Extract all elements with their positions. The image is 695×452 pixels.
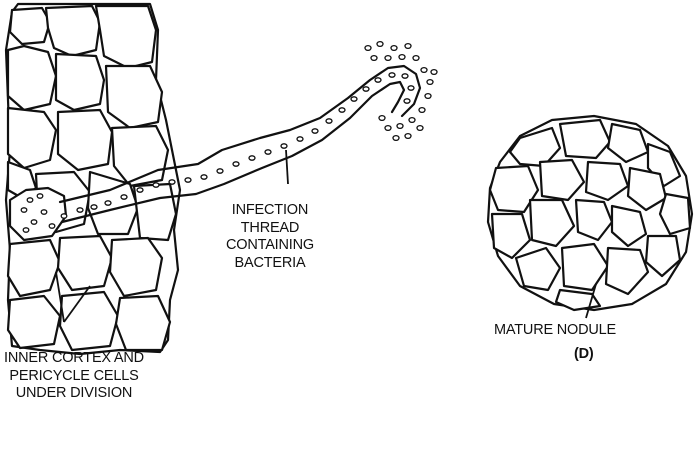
inner-cortex-label-line: PERICYCLE CELLS (4, 368, 144, 386)
cortex-cell (56, 54, 104, 110)
bacterium (379, 116, 385, 121)
cortex-cell (8, 296, 60, 348)
bacterium (408, 86, 414, 90)
cortex-cell (8, 240, 60, 296)
bacterium (169, 180, 175, 184)
bacterium (249, 156, 255, 160)
mature-nodule (488, 116, 692, 310)
bacterium (413, 56, 419, 61)
cortex-cell (10, 8, 50, 44)
bacterium (427, 80, 433, 85)
bacterium (363, 87, 369, 91)
nodule-cell (562, 244, 608, 290)
nodule-cell (608, 124, 648, 162)
bacterium (431, 70, 437, 75)
bacterium (41, 210, 47, 214)
bacterium (385, 126, 391, 131)
bacterium (137, 188, 143, 192)
bacterium (27, 198, 33, 202)
bacterium (61, 214, 67, 218)
nodule-cell (530, 200, 574, 246)
root-cortex-tissue (6, 4, 180, 354)
bacterium (389, 73, 395, 77)
nodule-cell (628, 168, 666, 210)
free-bacteria (365, 42, 437, 141)
nodule-cell (660, 194, 690, 234)
bacterium (217, 169, 223, 173)
bacterium (21, 208, 27, 212)
infection-thread-label-line: BACTERIA (226, 255, 314, 273)
bacterium (31, 220, 37, 224)
bacterium (153, 183, 159, 187)
bacterium (417, 126, 423, 131)
bacterium (405, 134, 411, 139)
cortex-cell (60, 292, 118, 350)
bacterium (185, 178, 191, 182)
cortex-cell (46, 6, 100, 56)
bacterium (399, 55, 405, 60)
cortex-cell (110, 238, 162, 296)
bacterium (425, 94, 431, 99)
bacterium (405, 44, 411, 49)
nodule-cell (516, 248, 560, 290)
infection-thread-label-line: THREAD (226, 220, 314, 238)
bacterium (281, 144, 287, 148)
bacterium (105, 201, 111, 205)
inner-cortex-label-line: INNER CORTEX AND (4, 350, 144, 368)
cortex-cell (96, 6, 156, 68)
bacterium (393, 136, 399, 141)
bacterium (77, 208, 83, 212)
bacterium (404, 99, 410, 103)
bacterium (233, 162, 239, 166)
nodule-cell (606, 248, 648, 294)
cortex-cell (58, 236, 112, 290)
panel-letter-label: (D) (574, 346, 594, 364)
bacterium (419, 108, 425, 113)
cortex-cell (106, 66, 162, 128)
mature-nodule-label: MATURE NODULE (494, 322, 616, 340)
cortex-cell (8, 46, 56, 110)
bacterium (91, 205, 97, 209)
cortex-cell (58, 110, 112, 170)
nodule-cell (540, 160, 584, 200)
bacterium (385, 56, 391, 61)
nodule-cell (586, 162, 628, 200)
bacterium (371, 56, 377, 61)
nodule-cell (576, 200, 612, 240)
inner-cortex-label-line: UNDER DIVISION (4, 385, 144, 403)
bacterium (375, 78, 381, 82)
bacterium (339, 108, 345, 112)
nodule-cell (612, 206, 646, 246)
bacterium (121, 195, 127, 199)
bacterium (421, 68, 427, 73)
infection-thread-leader-line (286, 150, 288, 184)
infection-thread-label: INFECTION THREAD CONTAINING BACTERIA (226, 202, 314, 272)
bacterium (297, 137, 303, 141)
bacterium (265, 150, 271, 154)
bacterium (37, 194, 43, 198)
bacterium (409, 118, 415, 123)
infection-thread-label-line: INFECTION (226, 202, 314, 220)
inner-cortex-label: INNER CORTEX AND PERICYCLE CELLS UNDER D… (4, 350, 144, 403)
bacterium (397, 124, 403, 129)
infection-thread-label-line: CONTAINING (226, 237, 314, 255)
bacterium (312, 129, 318, 133)
cortex-cell (8, 108, 56, 168)
bacterium (377, 42, 383, 47)
cortex-cell (116, 296, 170, 350)
nodule-cell (560, 120, 610, 158)
bacterium (365, 46, 371, 51)
bacterium (23, 228, 29, 232)
bacterium (49, 224, 55, 228)
bacterium (402, 74, 408, 78)
bacterium (326, 119, 332, 123)
bacterium (391, 46, 397, 51)
bacterium (201, 175, 207, 179)
bacterium (351, 97, 357, 101)
